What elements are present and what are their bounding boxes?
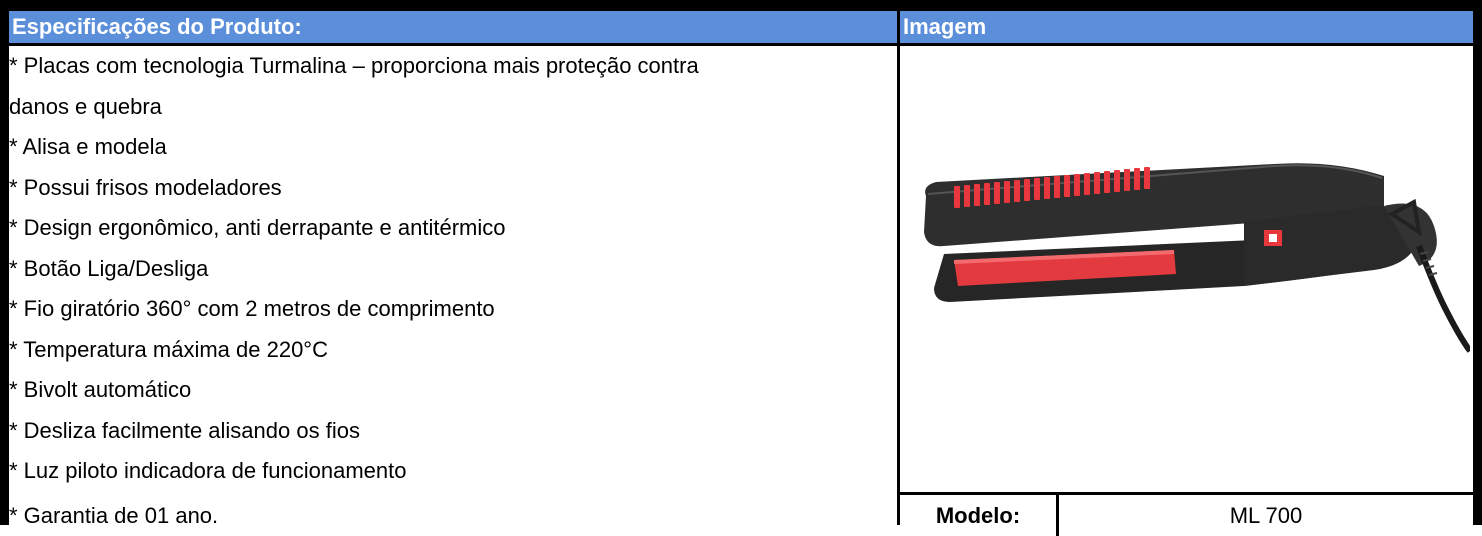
spec-line: * Alisa e modela [9, 134, 167, 159]
spec-line: * Temperatura máxima de 220°C [9, 336, 328, 362]
spec-line: * Desliza facilmente alisando os fios [9, 417, 360, 443]
specs-header: Especificações do Produto: [12, 14, 302, 39]
product-image-cell [900, 46, 1473, 492]
spec-line: * Fio giratório 360° com 2 metros de com… [9, 296, 495, 321]
hair-straightener-image [924, 163, 1470, 353]
spec-line: danos e quebra [9, 93, 162, 119]
column-divider [897, 11, 900, 525]
bottom-row-divider [897, 492, 1473, 495]
spec-line: * Possui frisos modeladores [9, 174, 282, 200]
model-label: Modelo: [935, 503, 1021, 528]
spec-line: * Design ergonômico, anti derrapante e a… [9, 215, 506, 240]
model-value: ML 700 [1229, 503, 1303, 528]
image-header: Imagem [903, 14, 987, 39]
spec-line: * Botão Liga/Desliga [9, 255, 209, 281]
model-divider [1056, 495, 1059, 536]
header-row: Especificações do Produto: Imagem [9, 11, 1473, 46]
spec-line: * Bivolt automático [9, 377, 192, 402]
spec-line: * Placas com tecnologia Turmalina – prop… [9, 53, 699, 78]
warranty-line: * Garantia de 01 ano. [9, 503, 219, 528]
spec-line: * Luz piloto indicadora de funcionamento [9, 458, 407, 483]
spec-list: * Placas com tecnologia Turmalina – prop… [9, 46, 897, 492]
